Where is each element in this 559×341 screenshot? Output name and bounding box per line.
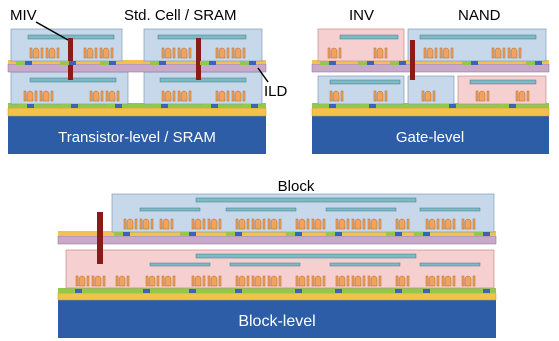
miv-via — [97, 212, 103, 264]
substrate — [8, 116, 266, 154]
metal-layer — [57, 292, 497, 301]
miv-via — [68, 38, 73, 80]
inv-label: INV — [349, 7, 374, 24]
gate-level-panel: INV NAND Gate-level — [311, 7, 550, 154]
metal-layer — [311, 107, 550, 117]
block-level-title: Block-level — [238, 313, 315, 330]
substrate — [312, 116, 549, 154]
gate-level-title: Gate-level — [396, 129, 464, 146]
miv-label: MIV — [10, 7, 37, 24]
substrate — [58, 300, 496, 338]
ild-layer — [57, 235, 497, 245]
ild-layer — [311, 63, 550, 73]
metal-layer — [7, 107, 267, 117]
ild-pointer — [257, 67, 269, 83]
transistor-level-title: Transistor-level / SRAM — [58, 129, 216, 146]
miv-via — [196, 38, 201, 80]
metal-layer — [8, 60, 266, 64]
nand-label: NAND — [458, 7, 501, 24]
ild-label: ILD — [264, 83, 288, 100]
miv-pointer — [35, 21, 69, 41]
transistor-level-panel: MIV Std. Cell / SRAM ILD Transistor-leve… — [7, 7, 288, 154]
std-cell-sram-label: Std. Cell / SRAM — [124, 7, 237, 24]
block-label: Block — [278, 178, 315, 195]
diffusion-strip — [8, 103, 266, 108]
ild-layer — [7, 63, 267, 73]
block-level-panel: Block Block-level — [57, 178, 497, 338]
miv-via — [410, 40, 415, 80]
